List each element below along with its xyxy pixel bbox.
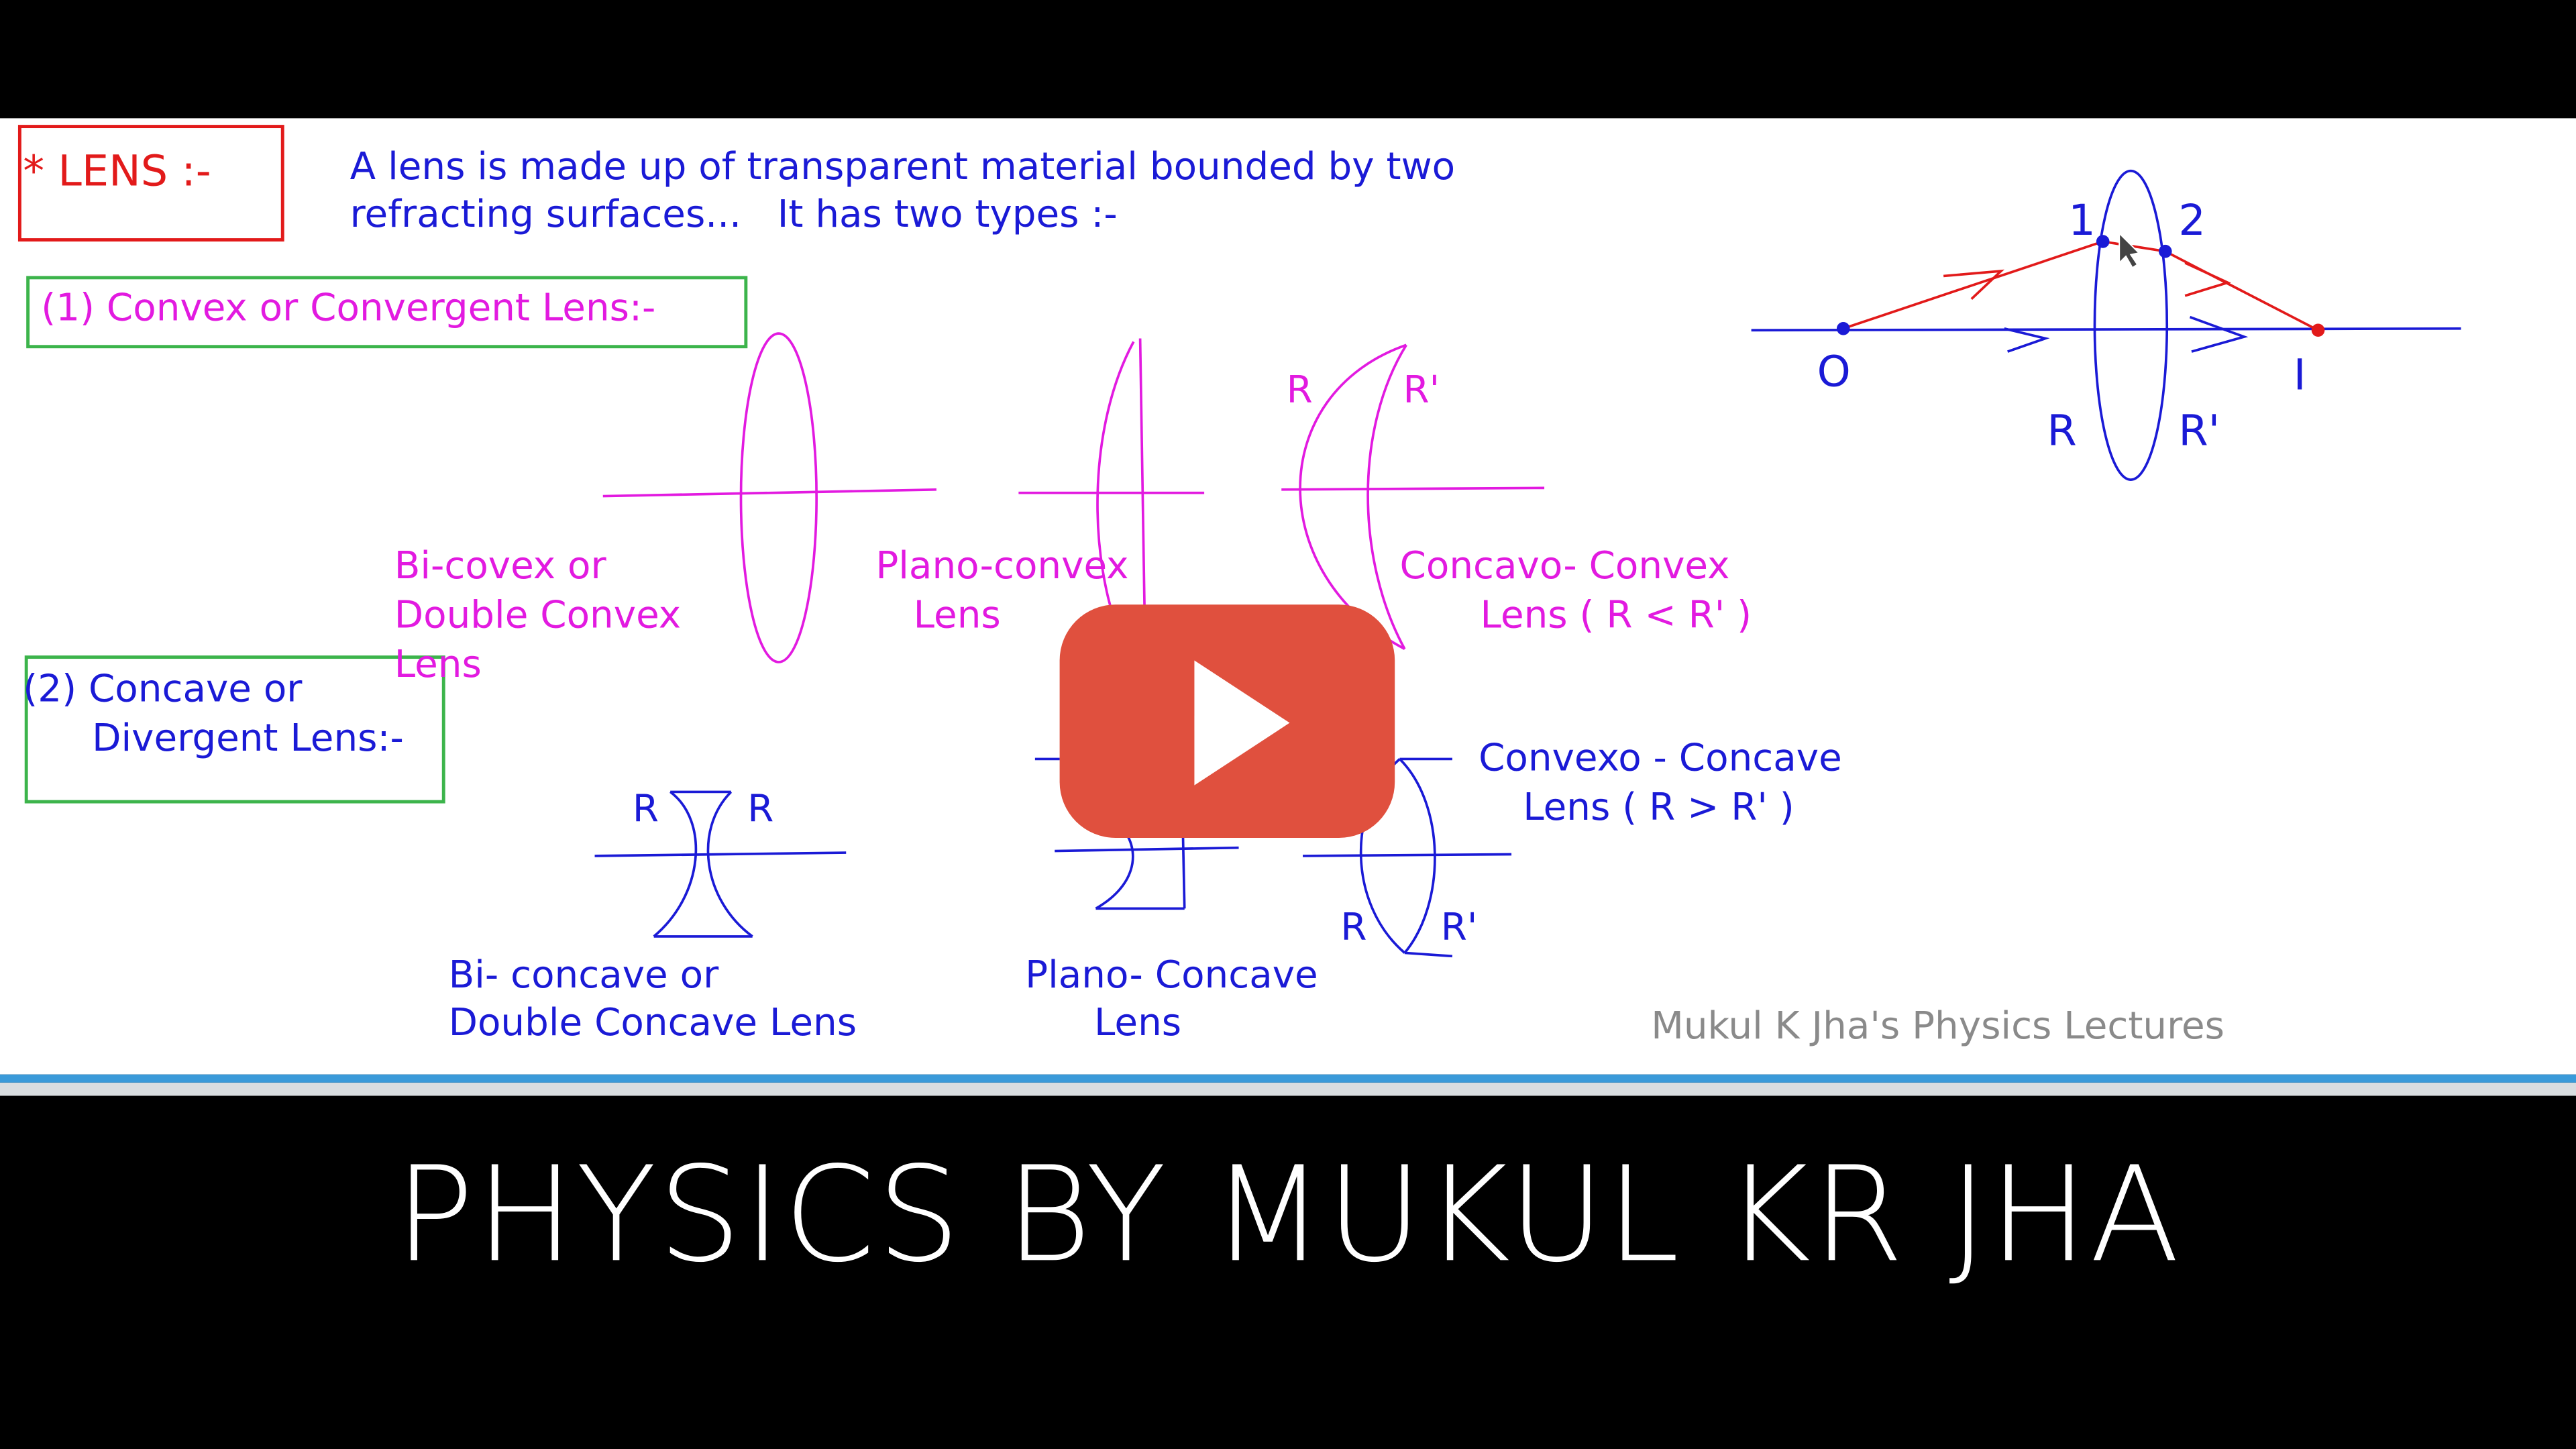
ray-diagram: [1751, 169, 2461, 481]
image-label: I: [2293, 352, 2306, 401]
convexo-concave-label-1: Convexo - Concave: [1479, 737, 1842, 781]
video-progress-bar[interactable]: [0, 1074, 2576, 1083]
concave-section-title-2: Divergent Lens:-: [92, 718, 404, 761]
convex-title-box: [26, 276, 748, 349]
convex-section-title: (1) Convex or Convergent Lens:-: [41, 287, 656, 331]
concavo-convex-r: R: [1286, 370, 1313, 413]
ray-r-label: R: [2047, 407, 2077, 457]
bi-convex-lens-drawing: [602, 332, 936, 663]
plano-concave-label-1: Plano- Concave: [1025, 954, 1318, 998]
concave-section-title-1: (2) Concave or: [23, 668, 303, 712]
plano-convex-lens-drawing: [1018, 338, 1205, 645]
plano-concave-lens-drawing: [1034, 757, 1239, 910]
mouse-pointer-icon: [2118, 231, 2141, 269]
bi-concave-lens-drawing: [594, 790, 847, 938]
plano-convex-label-2: Lens: [913, 594, 1001, 638]
concavo-convex-r-prime: R': [1403, 370, 1440, 413]
bi-convex-label-3: Lens: [394, 644, 482, 687]
lens-heading-box: [17, 125, 284, 242]
lens-heading: * LENS :-: [23, 148, 211, 197]
plano-concave-label-2: Lens: [1094, 1002, 1182, 1045]
ray-point-1-label: 1: [2068, 197, 2096, 247]
watermark: Mukul K Jha's Physics Lectures: [1651, 1005, 2225, 1049]
refracted-ray: [1843, 240, 2319, 331]
concavo-convex-label-2: Lens ( R < R' ): [1480, 594, 1752, 638]
ray-points: [1836, 235, 2325, 337]
bi-convex-label-2: Double Convex: [394, 594, 682, 638]
ray-point-2-label: 2: [2178, 197, 2206, 247]
object-label: O: [1817, 348, 1851, 398]
convexo-concave-r-prime: R': [1440, 906, 1478, 950]
convexo-concave-r: R: [1340, 906, 1367, 950]
bi-concave-r-left: R: [632, 788, 659, 832]
convexo-concave-label-2: Lens ( R > R' ): [1523, 787, 1794, 830]
banner-title: PHYSICS BY MUKUL KR JHA: [394, 1138, 2182, 1291]
top-letterbox-bar: [0, 0, 2576, 119]
concave-title-box: [24, 655, 445, 804]
play-button[interactable]: [1059, 604, 1395, 838]
definition-line-2: refracting surfaces... It has two types …: [350, 193, 1118, 237]
video-progress-track: [0, 1082, 2576, 1096]
bi-concave-label-2: Double Concave Lens: [448, 1002, 857, 1045]
plano-convex-label-1: Plano-convex: [875, 545, 1129, 588]
play-icon: [1194, 660, 1290, 786]
bi-convex-label-1: Bi-covex or: [394, 545, 606, 588]
bottom-banner: [0, 1095, 2576, 1449]
concavo-convex-label-1: Concavo- Convex: [1399, 545, 1730, 588]
definition-line-1: A lens is made up of transparent materia…: [350, 146, 1456, 189]
ray-r-prime-label: R': [2178, 407, 2220, 457]
bi-concave-r-right: R: [747, 788, 774, 832]
bi-concave-label-1: Bi- concave or: [448, 954, 719, 998]
